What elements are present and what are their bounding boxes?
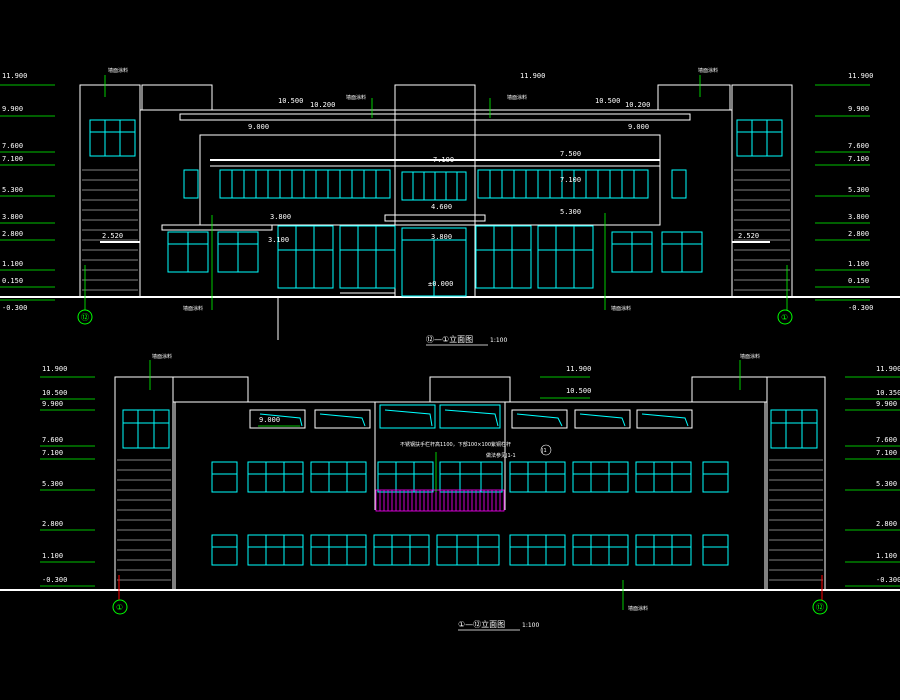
svg-text:7.600: 7.600 [848, 142, 869, 150]
balcony-railing [375, 489, 505, 512]
back-elevation-scale: 1:100 [522, 622, 539, 629]
svg-text:1.100: 1.100 [876, 552, 897, 560]
svg-text:①: ① [116, 603, 123, 612]
svg-text:10.500: 10.500 [42, 389, 67, 397]
svg-text:-0.300: -0.300 [42, 576, 67, 584]
front-elevation [0, 84, 900, 340]
svg-text:9.000: 9.000 [248, 123, 269, 131]
back-level-marks [40, 360, 900, 610]
svg-text:⑫: ⑫ [81, 313, 89, 322]
svg-text:5.300: 5.300 [560, 208, 581, 216]
svg-text:7.100: 7.100 [848, 155, 869, 163]
svg-text:7.500: 7.500 [560, 150, 581, 158]
svg-text:10.500: 10.500 [278, 97, 303, 105]
svg-text:3.800: 3.800 [848, 213, 869, 221]
svg-text:0.150: 0.150 [2, 277, 23, 285]
front-axis-bubbles [77, 309, 793, 325]
svg-text:4.600: 4.600 [431, 203, 452, 211]
back-elevation-title: ①—⑫立面图 [458, 619, 505, 629]
svg-text:2.520: 2.520 [102, 232, 123, 240]
svg-text:墙面涂料: 墙面涂料 [611, 305, 631, 312]
svg-text:7.100: 7.100 [560, 176, 581, 184]
svg-text:5.300: 5.300 [2, 186, 23, 194]
svg-text:墙面涂料: 墙面涂料 [346, 94, 366, 101]
back-axis-bubbles [112, 599, 828, 615]
front-text: 11.900 9.900 7.600 7.100 5.300 3.800 2.8… [2, 67, 873, 346]
back-axis-lines [118, 575, 823, 600]
svg-text:墙面涂料: 墙面涂料 [108, 67, 128, 74]
svg-text:墙面涂料: 墙面涂料 [183, 305, 203, 312]
svg-text:①: ① [781, 313, 788, 322]
svg-text:-0.300: -0.300 [848, 304, 873, 312]
svg-text:2.520: 2.520 [738, 232, 759, 240]
svg-text:3.100: 3.100 [268, 236, 289, 244]
svg-text:10.500: 10.500 [595, 97, 620, 105]
svg-text:2.800: 2.800 [848, 230, 869, 238]
svg-text:11.900: 11.900 [848, 72, 873, 80]
svg-text:7.100: 7.100 [42, 449, 63, 457]
svg-text:11.900: 11.900 [566, 365, 591, 373]
svg-text:11.900: 11.900 [42, 365, 67, 373]
front-windows [89, 119, 783, 297]
back-windows [122, 404, 818, 566]
svg-text:墙面涂料: 墙面涂料 [152, 353, 172, 360]
svg-text:10.200: 10.200 [310, 101, 335, 109]
svg-text:1.100: 1.100 [848, 260, 869, 268]
svg-text:1.100: 1.100 [2, 260, 23, 268]
svg-text:7.600: 7.600 [876, 436, 897, 444]
svg-text:5.300: 5.300 [848, 186, 869, 194]
svg-text:7.100: 7.100 [2, 155, 23, 163]
svg-text:J1: J1 [541, 448, 547, 454]
back-text: 11.900 10.500 9.900 7.600 7.100 5.300 2.… [42, 353, 900, 631]
svg-text:2.800: 2.800 [876, 520, 897, 528]
svg-text:2.800: 2.800 [42, 520, 63, 528]
svg-text:7.100: 7.100 [433, 156, 454, 164]
front-elevation-scale: 1:100 [490, 337, 507, 344]
svg-text:⑫: ⑫ [816, 603, 824, 612]
svg-text:不锈钢扶手栏杆高1100，下部100×100紫铜栏杆: 不锈钢扶手栏杆高1100，下部100×100紫铜栏杆 [400, 441, 511, 448]
svg-text:10.500: 10.500 [566, 387, 591, 395]
svg-text:±0.000: ±0.000 [428, 280, 453, 288]
svg-text:7.600: 7.600 [2, 142, 23, 150]
svg-text:1.100: 1.100 [42, 552, 63, 560]
svg-text:墙面涂料: 墙面涂料 [698, 67, 718, 74]
svg-text:-0.300: -0.300 [2, 304, 27, 312]
svg-text:10.350: 10.350 [876, 389, 900, 397]
svg-text:墙面涂料: 墙面涂料 [628, 605, 648, 612]
svg-text:9.900: 9.900 [42, 400, 63, 408]
svg-text:5.300: 5.300 [876, 480, 897, 488]
svg-text:9.900: 9.900 [876, 400, 897, 408]
svg-text:做法参见J1-1: 做法参见J1-1 [486, 452, 516, 459]
svg-text:11.900: 11.900 [2, 72, 27, 80]
svg-text:7.100: 7.100 [876, 449, 897, 457]
svg-text:5.300: 5.300 [42, 480, 63, 488]
svg-text:7.600: 7.600 [42, 436, 63, 444]
svg-text:11.900: 11.900 [520, 72, 545, 80]
svg-text:墙面涂料: 墙面涂料 [507, 94, 527, 101]
front-elevation-title: ⑫—①立面图 [426, 334, 473, 344]
svg-text:3.800: 3.800 [270, 213, 291, 221]
svg-text:9.900: 9.900 [848, 105, 869, 113]
svg-text:2.800: 2.800 [2, 230, 23, 238]
back-elevation [0, 376, 900, 591]
svg-text:11.900: 11.900 [876, 365, 900, 373]
svg-text:墙面涂料: 墙面涂料 [740, 353, 760, 360]
svg-text:0.150: 0.150 [848, 277, 869, 285]
svg-text:9.000: 9.000 [259, 416, 280, 424]
front-level-marks [0, 75, 870, 310]
svg-text:10.200: 10.200 [625, 101, 650, 109]
svg-text:3.800: 3.800 [2, 213, 23, 221]
svg-text:3.800: 3.800 [431, 233, 452, 241]
svg-text:9.900: 9.900 [2, 105, 23, 113]
svg-text:-0.300: -0.300 [876, 576, 900, 584]
svg-text:9.000: 9.000 [628, 123, 649, 131]
